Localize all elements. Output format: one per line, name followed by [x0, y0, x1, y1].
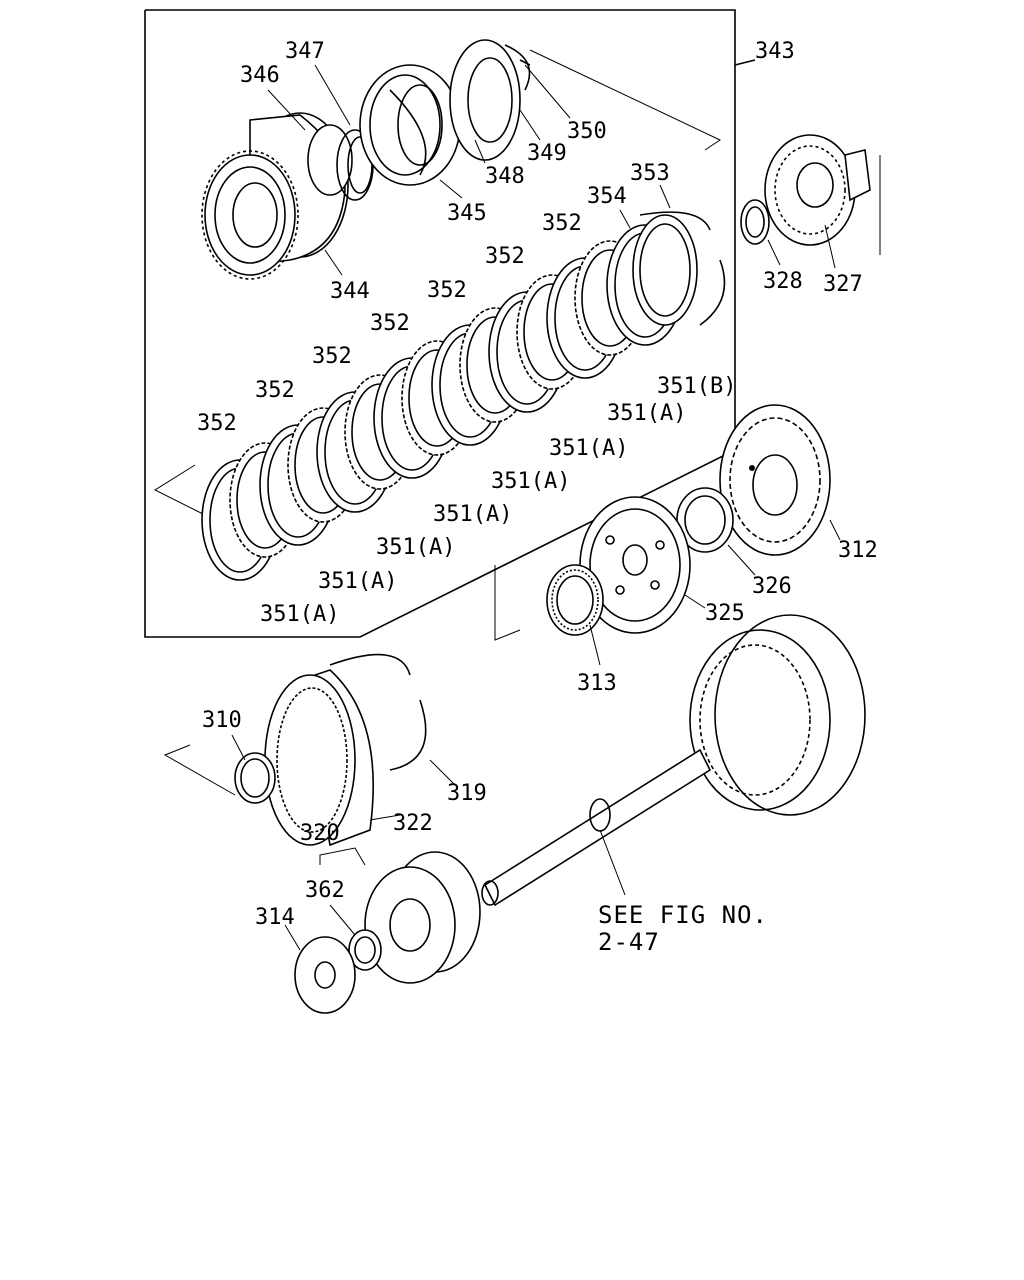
part-312	[719, 404, 831, 556]
callout-351a-4: 351(A)	[433, 502, 512, 527]
callout-352-c: 352	[427, 278, 467, 303]
part-327-328	[740, 134, 871, 246]
assembly-343-box	[144, 9, 756, 638]
callout-312: 312	[838, 538, 878, 563]
callout-352-b: 352	[485, 244, 525, 269]
callout-325: 325	[705, 601, 745, 626]
callout-314: 314	[255, 905, 295, 930]
callout-345: 345	[447, 201, 487, 226]
bracket-lines	[153, 49, 881, 866]
callout-327: 327	[823, 272, 863, 297]
callout-352-g: 352	[197, 411, 237, 436]
part-345-piston	[359, 64, 461, 186]
callout-343: 343	[755, 39, 795, 64]
part-362-washer	[348, 929, 382, 971]
callout-351b: 351(B)	[657, 374, 736, 399]
plate-354	[632, 214, 698, 326]
part-310-ring	[234, 752, 276, 804]
part-348-349-350	[449, 39, 531, 161]
callout-labels: 343 347 346 350 349 348 345 344 353 354 …	[197, 39, 878, 956]
callout-346: 346	[240, 63, 280, 88]
callout-310: 310	[202, 708, 242, 733]
part-320-carrier	[364, 851, 481, 984]
callout-344: 344	[330, 279, 370, 304]
leader-lines	[231, 64, 841, 951]
clutch-plate-stack	[201, 211, 726, 581]
part-325	[579, 496, 691, 634]
callout-352-a: 352	[542, 211, 582, 236]
part-322-ring-gear	[264, 669, 375, 847]
callout-352-e: 352	[312, 344, 352, 369]
callout-351a-3: 351(A)	[491, 469, 570, 494]
see-fig-note-line2: 2-47	[598, 928, 660, 956]
callout-352-d: 352	[370, 311, 410, 336]
callout-349: 349	[527, 141, 567, 166]
part-319-snap-ring	[329, 653, 427, 771]
callout-351a-6: 351(A)	[318, 569, 397, 594]
callout-354: 354	[587, 184, 627, 209]
callout-313: 313	[577, 671, 617, 696]
see-fig-note-line1: SEE FIG NO.	[598, 901, 768, 929]
callout-351a-5: 351(A)	[376, 535, 455, 560]
part-346-347-rings	[307, 124, 374, 201]
callout-350: 350	[567, 119, 607, 144]
callout-353: 353	[630, 161, 670, 186]
callout-320: 320	[300, 821, 340, 846]
shaft-and-housing	[481, 614, 866, 907]
callout-351a-1: 351(A)	[607, 401, 686, 426]
callout-351a-7: 351(A)	[260, 602, 339, 627]
callout-326: 326	[752, 574, 792, 599]
callout-352-f: 352	[255, 378, 295, 403]
snap-ring-353	[639, 211, 726, 326]
callout-319: 319	[447, 781, 487, 806]
part-313-bearing	[546, 564, 604, 636]
part-314-sun-gear	[294, 936, 356, 1014]
callout-347: 347	[285, 39, 325, 64]
callout-322: 322	[393, 811, 433, 836]
callout-351a-2: 351(A)	[549, 436, 628, 461]
callout-348: 348	[485, 164, 525, 189]
callout-362: 362	[305, 878, 345, 903]
callout-328: 328	[763, 269, 803, 294]
